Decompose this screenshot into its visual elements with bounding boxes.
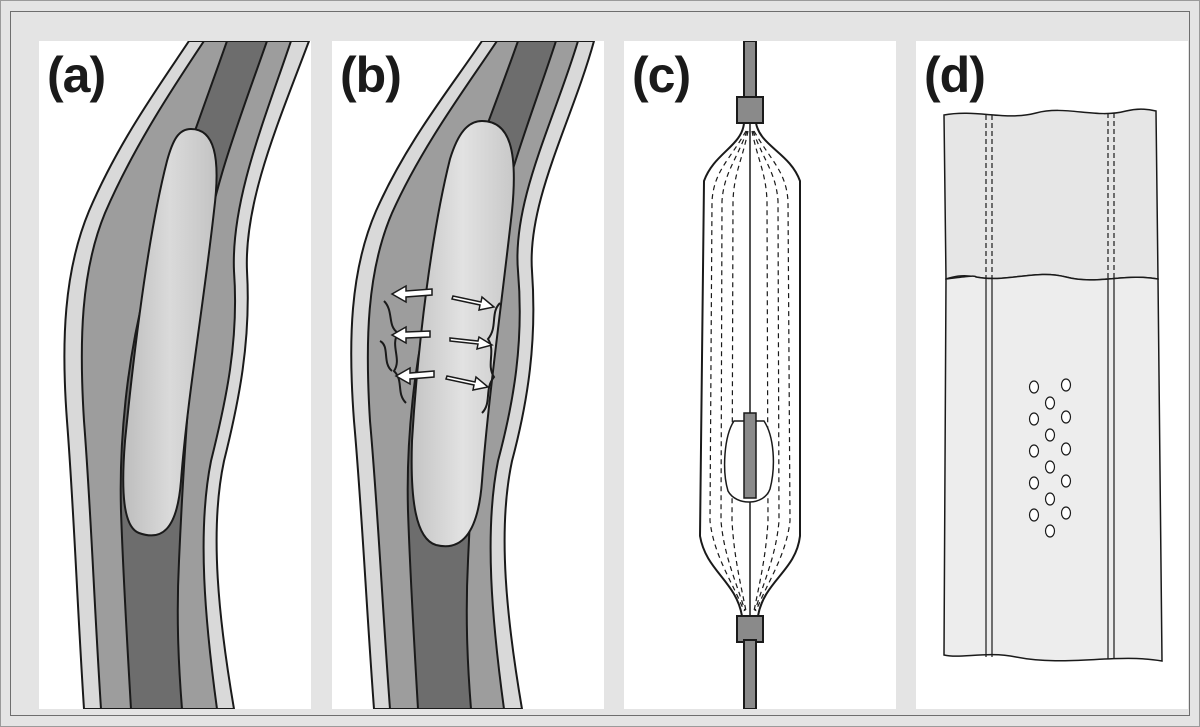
balloon-marker-top	[737, 97, 763, 123]
panel-label-b: (b)	[340, 47, 401, 103]
panel-a: (a)	[39, 41, 311, 709]
artery-dilation-illustration	[332, 41, 604, 709]
panel-label-c: (c)	[632, 47, 690, 103]
balloon-marker-bottom	[737, 616, 763, 642]
panel-c: (c)	[624, 41, 896, 709]
panel-d: (d)	[916, 41, 1188, 709]
artery-stenosis-illustration	[39, 41, 311, 709]
tube-upper-section	[944, 109, 1158, 280]
catheter-shaft-bottom	[744, 640, 756, 709]
inner-shaft-exposed	[744, 413, 756, 498]
balloon-catheter-illustration	[624, 41, 896, 709]
panel-label-a: (a)	[47, 47, 105, 103]
perforated-tube-illustration	[916, 41, 1188, 709]
panel-label-d: (d)	[924, 47, 985, 103]
panel-b: (b)	[332, 41, 604, 709]
catheter-shaft-top	[744, 41, 756, 99]
